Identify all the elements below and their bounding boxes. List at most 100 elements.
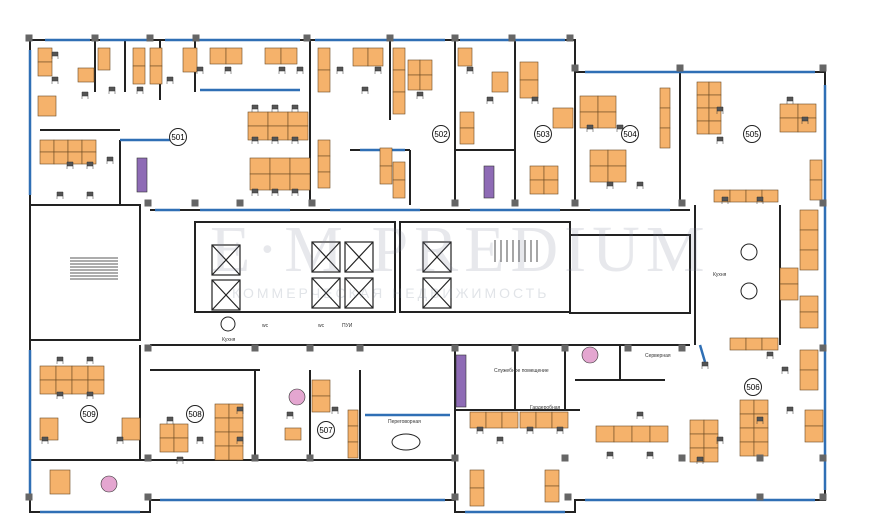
chair-6 xyxy=(196,66,204,74)
chair-42 xyxy=(766,351,774,359)
desk-73 xyxy=(289,157,311,175)
chair-25 xyxy=(251,104,259,112)
elevator-cross-b-4 xyxy=(344,241,374,273)
desk-135 xyxy=(39,379,57,395)
desk-105 xyxy=(804,425,824,443)
desk-80 xyxy=(392,161,406,181)
room-501-label: 501 xyxy=(171,133,185,142)
desk-148 xyxy=(173,437,189,453)
desk-142 xyxy=(39,417,59,441)
elevator-1 xyxy=(211,279,241,311)
round-table-server xyxy=(581,346,599,364)
desk-14 xyxy=(317,69,331,93)
chair-51 xyxy=(476,426,484,434)
desk-43 xyxy=(696,120,710,135)
desk-48 xyxy=(779,103,799,119)
desks xyxy=(37,47,824,507)
desk-20 xyxy=(407,59,421,76)
column-24 xyxy=(356,344,364,352)
column-31 xyxy=(144,454,152,462)
desk-87 xyxy=(543,179,559,195)
desk-127 xyxy=(519,411,537,429)
desk-7 xyxy=(149,65,163,85)
desk-151 xyxy=(214,431,230,447)
desk-136 xyxy=(55,365,73,381)
column-42 xyxy=(451,493,459,501)
desk-25 xyxy=(491,71,509,93)
column-44 xyxy=(25,493,33,501)
column-27 xyxy=(561,344,569,352)
room-506-marker: 506 xyxy=(744,378,762,396)
chair-3 xyxy=(108,86,116,94)
desk-141 xyxy=(87,379,105,395)
chair-39 xyxy=(721,196,729,204)
chair-46 xyxy=(716,436,724,444)
room-505-marker: 505 xyxy=(743,125,761,143)
elevator-5 xyxy=(344,277,374,309)
chair-5 xyxy=(166,76,174,84)
desk-158 xyxy=(311,395,331,413)
desk-138 xyxy=(71,365,89,381)
chair-10 xyxy=(336,66,344,74)
desk-11 xyxy=(264,47,282,65)
chair-49 xyxy=(606,451,614,459)
chair-20 xyxy=(636,181,644,189)
desk-56 xyxy=(39,151,55,165)
column-25 xyxy=(451,344,459,352)
desk-27 xyxy=(519,79,539,99)
desk-94 xyxy=(799,249,819,271)
meeting-table xyxy=(391,433,421,451)
column-38 xyxy=(819,454,827,462)
desk-59 xyxy=(67,139,83,153)
desk-95 xyxy=(779,267,799,285)
pui-label: ПУИ xyxy=(342,323,353,329)
desk-97 xyxy=(799,295,819,313)
chair-2 xyxy=(81,91,89,99)
column-6 xyxy=(451,34,459,42)
chair-55 xyxy=(56,356,64,364)
desk-103 xyxy=(799,369,819,391)
kitchen-table-2 xyxy=(740,282,758,300)
elevator-cross-b-0 xyxy=(211,244,241,276)
elevator-7 xyxy=(422,277,452,309)
room-markers: 501 502 503 504 505 506 507 508 509 xyxy=(80,125,762,439)
chair-21 xyxy=(716,106,724,114)
room-504-label: 504 xyxy=(623,130,637,139)
column-3 xyxy=(192,34,200,42)
column-16 xyxy=(451,199,459,207)
column-19 xyxy=(678,199,686,207)
desk-131 xyxy=(469,487,485,507)
desk-156 xyxy=(228,445,244,461)
desk-3 xyxy=(97,47,111,71)
desk-24 xyxy=(457,47,473,67)
column-35 xyxy=(561,454,569,462)
elevator-cross-b-1 xyxy=(211,279,241,311)
chair-60 xyxy=(196,436,204,444)
desk-26 xyxy=(519,61,539,81)
column-40 xyxy=(756,493,764,501)
desk-162 xyxy=(284,427,302,441)
elevator-cross-b-7 xyxy=(422,277,452,309)
desk-112 xyxy=(753,427,769,443)
desk-101 xyxy=(761,337,779,351)
desk-84 xyxy=(529,165,545,181)
desk-71 xyxy=(269,157,291,175)
chair-26 xyxy=(271,104,279,112)
kitchen-left-table xyxy=(220,316,236,332)
desk-85 xyxy=(529,179,545,195)
desk-75 xyxy=(317,139,331,157)
room-502-label: 502 xyxy=(434,130,448,139)
chair-14 xyxy=(466,66,474,74)
elevator-3 xyxy=(311,277,341,309)
desk-102 xyxy=(799,349,819,371)
desk-149 xyxy=(214,403,230,419)
chair-4 xyxy=(136,86,144,94)
desk-145 xyxy=(159,423,175,439)
desk-9 xyxy=(209,47,227,65)
chair-1 xyxy=(51,76,59,84)
chair-43 xyxy=(781,366,789,374)
desk-143 xyxy=(121,417,141,441)
desk-100 xyxy=(745,337,763,351)
column-21 xyxy=(144,344,152,352)
